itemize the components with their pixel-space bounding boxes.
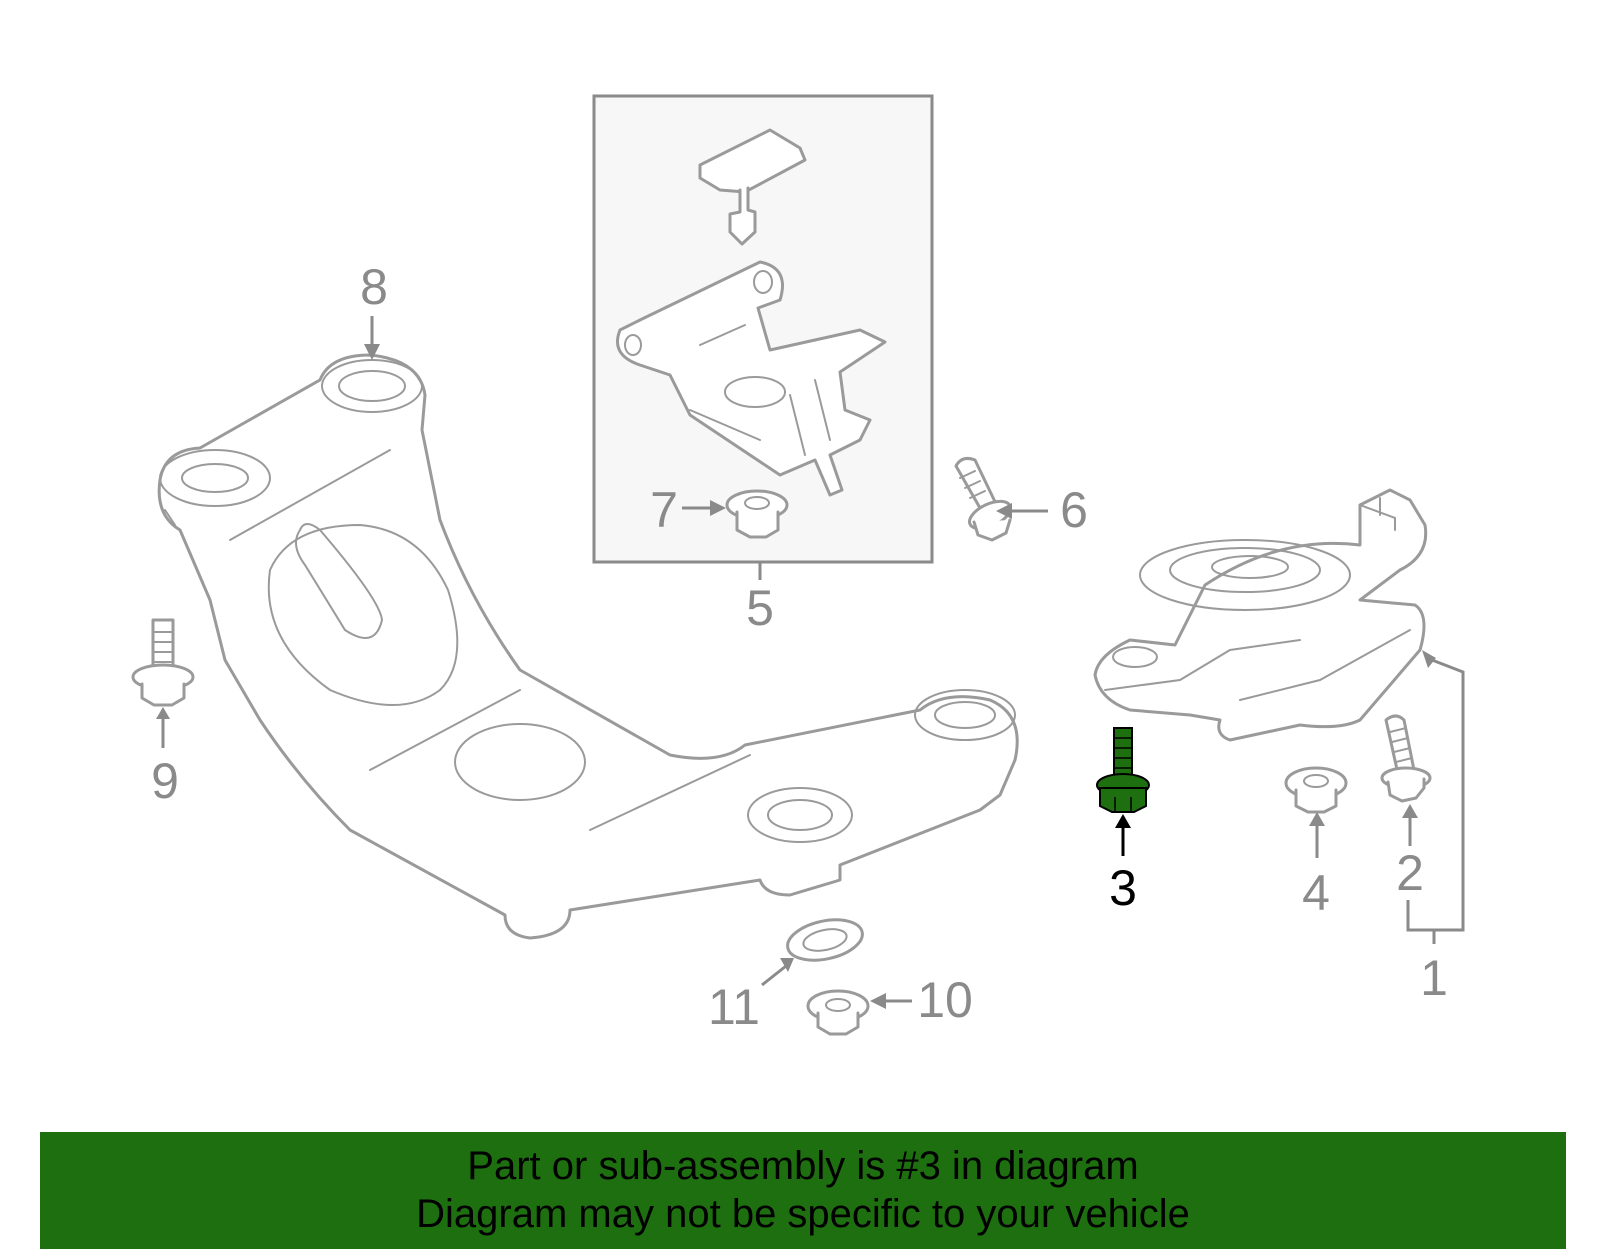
callout-label-6: 6 — [1060, 482, 1088, 538]
nut-4 — [1284, 766, 1348, 814]
bolt-2 — [1380, 714, 1432, 803]
callout-4[interactable]: 4 — [1302, 812, 1330, 921]
bolt-6 — [954, 457, 1012, 542]
callout-label-10: 10 — [917, 972, 973, 1028]
callout-label-11: 11 — [708, 979, 760, 1035]
engine-mount-1 — [1093, 488, 1428, 742]
callout-label-1: 1 — [1420, 950, 1448, 1006]
bolt-9 — [131, 618, 195, 707]
callout-1[interactable]: 1 — [1406, 650, 1465, 1006]
callout-11[interactable]: 11 — [708, 958, 794, 1035]
washer-11 — [786, 918, 864, 962]
callout-label-3: 3 — [1109, 860, 1137, 916]
callout-label-9: 9 — [151, 753, 179, 809]
nut-7 — [725, 489, 789, 539]
part-info-banner: Part or sub-assembly is #3 in diagram Di… — [40, 1132, 1566, 1249]
callout-label-7: 7 — [650, 482, 678, 538]
banner-line-1: Part or sub-assembly is #3 in diagram — [467, 1144, 1139, 1188]
callout-label-4: 4 — [1302, 865, 1330, 921]
callout-label-2: 2 — [1396, 845, 1424, 901]
callout-10[interactable]: 10 — [870, 972, 973, 1028]
callout-5[interactable]: 5 — [746, 562, 774, 636]
callout-3[interactable]: 3 — [1109, 814, 1137, 916]
callout-6[interactable]: 6 — [996, 482, 1088, 538]
callout-label-5: 5 — [746, 580, 774, 636]
callout-8[interactable]: 8 — [360, 259, 388, 360]
nut-10 — [806, 989, 870, 1036]
callout-2[interactable]: 2 — [1396, 804, 1424, 901]
callout-label-8: 8 — [360, 259, 388, 315]
banner-line-2: Diagram may not be specific to your vehi… — [416, 1192, 1190, 1236]
crossmember-8 — [157, 353, 1019, 940]
mount-assembly-inset — [592, 94, 934, 564]
callout-7[interactable]: 7 — [650, 482, 726, 538]
bolt-3-highlighted — [1096, 727, 1150, 813]
callout-9[interactable]: 9 — [151, 707, 179, 809]
